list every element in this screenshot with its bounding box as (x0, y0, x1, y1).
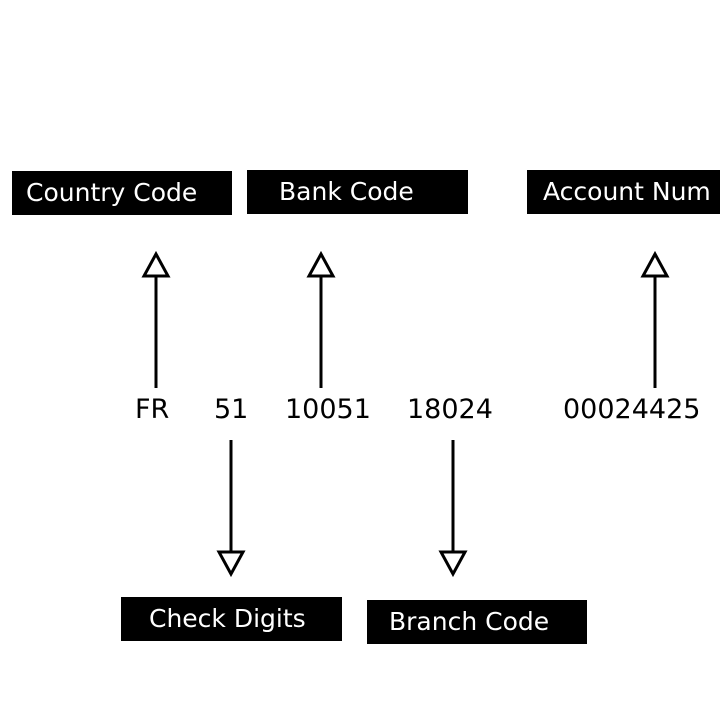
iban-segment-bank: 10051 (285, 394, 371, 425)
branch-code-label: Branch Code (367, 600, 587, 644)
iban-segment-account: 00024425 (563, 394, 701, 425)
bank-code-label: Bank Code (247, 170, 468, 214)
check-digits-label: Check Digits (121, 597, 342, 641)
arrow-account-up (640, 250, 670, 388)
iban-segment-country: FR (135, 394, 170, 425)
account-number-label: Account Num (527, 170, 720, 214)
arrow-branch-down (438, 440, 468, 578)
country-code-label: Country Code (12, 171, 232, 215)
arrow-country-up (141, 250, 171, 388)
arrow-bank-up (306, 250, 336, 388)
arrow-check-down (216, 440, 246, 578)
iban-segment-check: 51 (214, 394, 249, 425)
iban-segment-branch: 18024 (407, 394, 493, 425)
